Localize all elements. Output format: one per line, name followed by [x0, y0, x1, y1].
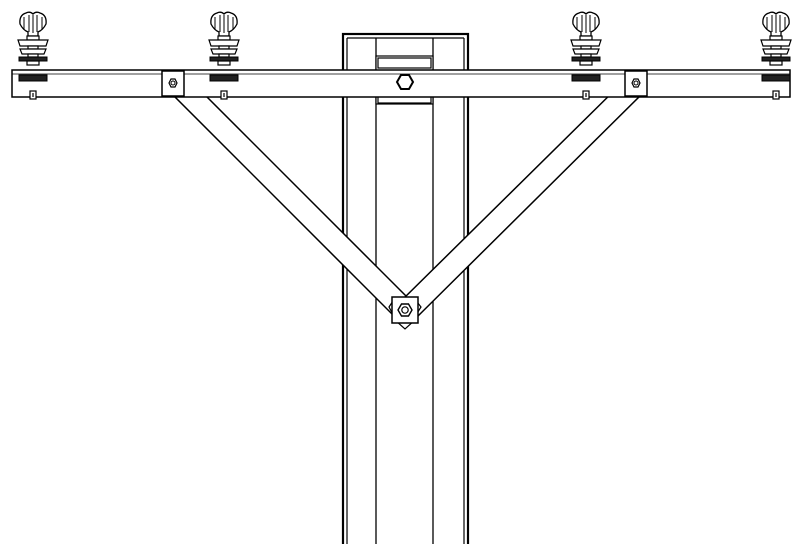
- pole: [341, 32, 470, 544]
- brace-junction-bolt: [388, 296, 422, 330]
- brace-bolt-left: [161, 70, 185, 97]
- center-hex-nut: [395, 74, 415, 90]
- brace-bolt-right: [624, 70, 648, 97]
